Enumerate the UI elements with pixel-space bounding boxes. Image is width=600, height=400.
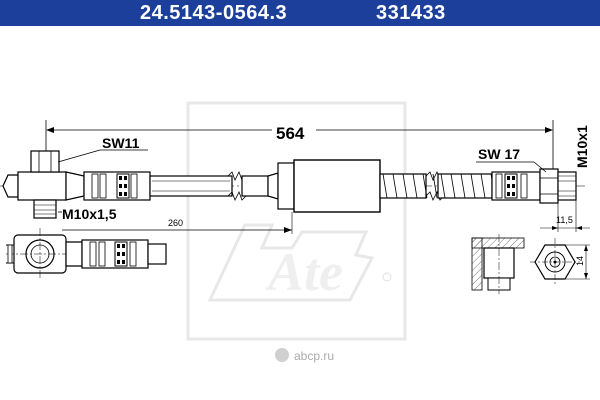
wrench-left-label: SW11	[102, 135, 140, 151]
wrench-size-right: SW 17	[476, 146, 547, 173]
technical-drawing: Ate 564	[0, 101, 590, 363]
bracket-section-view	[471, 234, 525, 294]
overall-length-dimension: 564	[45, 117, 554, 175]
watermark: abcp.ru	[275, 348, 334, 363]
thread-size-left: M10x1,5	[58, 206, 117, 222]
part-number: 24.5143-0564.3	[140, 2, 288, 24]
svg-text:Ate: Ate	[265, 242, 343, 302]
right-hex-fitting	[539, 168, 577, 204]
partial-length-dimension: 260	[62, 212, 293, 234]
spring-guard	[379, 171, 516, 201]
right-crimp-sleeve	[491, 171, 541, 201]
left-crimp-sleeve	[83, 171, 151, 201]
thread-left-label: M10x1,5	[62, 206, 117, 222]
watermark-text: abcp.ru	[294, 349, 334, 363]
brake-hose	[149, 171, 279, 201]
left-fitting-side-view	[6, 228, 167, 280]
hex-end-view: 14	[530, 238, 590, 286]
overall-length-label: 564	[276, 124, 305, 143]
thread-right-label: M10x1	[574, 125, 590, 168]
title-bar: 24.5143-0564.3 331433	[0, 0, 600, 26]
reference-number: 331433	[376, 2, 446, 24]
section-height-label: 14	[575, 256, 585, 266]
hose-bracket	[277, 159, 381, 213]
end-width-dimension: 11,5	[540, 200, 590, 232]
wrench-right-label: SW 17	[478, 146, 520, 162]
wrench-size-left: SW11	[57, 135, 148, 163]
end-width-label: 11,5	[556, 215, 573, 225]
left-banjo-fitting	[2, 150, 85, 219]
partial-length-label: 260	[168, 218, 183, 228]
ate-logo: Ate	[186, 101, 407, 341]
